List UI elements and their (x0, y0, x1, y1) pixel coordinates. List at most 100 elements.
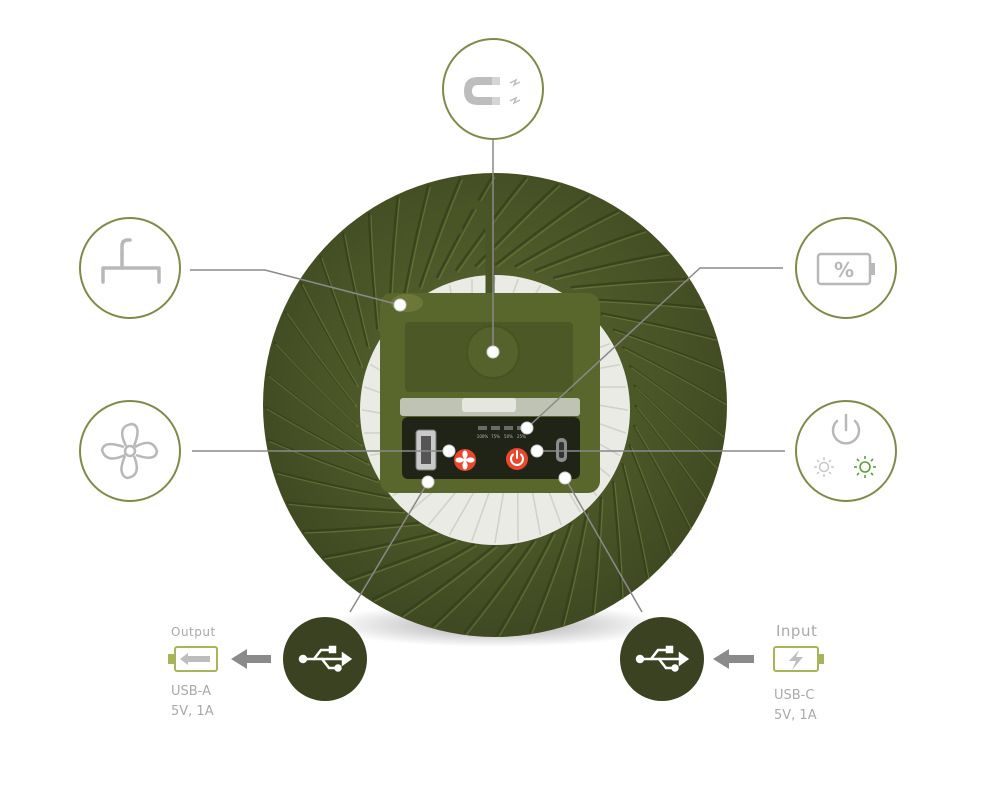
fan-fin (431, 542, 516, 628)
fan-fin-highlight (563, 512, 590, 628)
fan-fin (367, 212, 379, 330)
fan-fin-highlight (623, 465, 650, 580)
fan-fin-highlight (572, 280, 690, 290)
fan-fin-highlight (266, 408, 370, 466)
output-arrow-icon (231, 649, 271, 669)
fan-fin-highlight (496, 196, 592, 268)
fan-button-icon (455, 450, 475, 470)
fan-fin-highlight (614, 330, 725, 373)
fan-fin (600, 312, 716, 340)
fan-fin-highlight (531, 524, 574, 635)
leader-lines (190, 140, 785, 613)
fan-fin (586, 298, 704, 309)
magnet-icon (464, 77, 521, 105)
fan-fins (264, 174, 728, 638)
input-port: USB-C (774, 688, 815, 703)
output-title: Output (171, 625, 216, 639)
fan-fin-highlight (624, 348, 728, 406)
power-icon (831, 413, 861, 445)
fan-fin (341, 232, 369, 348)
fan-fin (474, 182, 559, 268)
fan-fin (435, 174, 495, 279)
fan-fin-highlight (498, 534, 556, 638)
input-arrow-icon (713, 649, 754, 669)
brightness-low-icon (814, 457, 834, 477)
fan-fin (621, 462, 649, 578)
fan-fin-highlight (370, 214, 380, 332)
battery-level-bar (491, 426, 500, 430)
brightness-high-icon (854, 456, 876, 478)
fan-fin (318, 255, 362, 367)
callout-magnet (442, 38, 544, 140)
fan-fin-highlight (301, 284, 359, 388)
battery-level-label: 75% (491, 434, 500, 439)
fan-fin-highlight (457, 178, 529, 274)
fan-fin (267, 438, 378, 482)
fan-fin-highlight (635, 426, 693, 530)
fan-fin (345, 538, 457, 582)
usb-input-icon (635, 645, 690, 672)
hanger-hook-icon (101, 238, 161, 284)
output-spec: 5V, 1A (171, 704, 214, 719)
fan-fin (533, 228, 645, 272)
fan-fin-highlight (636, 406, 708, 502)
anchor-dots (393, 298, 572, 489)
fan-fin-highlight (516, 211, 620, 269)
fan-fin-highlight (374, 545, 478, 603)
battery-level-label: 25% (517, 434, 526, 439)
usb-a-port-slot (421, 436, 431, 464)
fan-fin-highlight (269, 441, 380, 484)
fan-fin (494, 194, 590, 266)
fan-fin (628, 443, 672, 555)
fan-fin (463, 538, 536, 634)
fan-fin (302, 521, 420, 533)
fan-fin-highlight (433, 545, 518, 629)
callout-battery: % (795, 217, 897, 319)
battery-output-icon (168, 646, 218, 672)
battery-input-icon (773, 646, 824, 672)
fan-fin-highlight (344, 234, 371, 349)
usb-c-port-slot (559, 442, 564, 458)
fan-fin (286, 501, 404, 512)
fan-fin-highlight (614, 482, 624, 600)
power-button-icon (510, 450, 524, 466)
output-port: USB-A (171, 684, 211, 699)
fan-fin (402, 184, 430, 300)
fan-fin (274, 470, 390, 498)
fan-fin-highlight (324, 533, 439, 560)
fan-icon (100, 422, 159, 480)
port-panel (402, 417, 580, 479)
input-spec: 5V, 1A (774, 708, 817, 723)
hanging-hook (452, 199, 495, 300)
fan-fin (400, 544, 496, 616)
usb-output-badge (283, 617, 367, 701)
fan-fin-highlight (275, 343, 359, 428)
fan-fin-highlight (268, 375, 364, 447)
fan-fin-highlight (288, 503, 406, 514)
fan-fin (612, 328, 723, 372)
fan-fin (264, 405, 369, 465)
fan-fin-highlight (630, 367, 726, 439)
battery-percent-symbol: % (834, 258, 854, 282)
fan-fin-highlight (404, 186, 431, 302)
fan-fin-highlight (402, 546, 498, 618)
fan-fin-highlight (438, 176, 496, 280)
fan-fin-highlight (420, 179, 463, 290)
usb-output-icon (298, 645, 353, 672)
fan-fin (371, 542, 476, 601)
fan-fin-highlight (465, 540, 537, 636)
cover-latch (462, 398, 516, 412)
fan-fin (560, 510, 588, 626)
fan-fin (570, 277, 688, 289)
battery-level-label: 100% (477, 434, 489, 439)
fan-fin-highlight (588, 300, 706, 311)
fan-fin-highlight (286, 312, 358, 408)
fan-fin-highlight (635, 386, 719, 471)
fan-fin (621, 345, 726, 405)
fan-fin-highlight (630, 446, 673, 557)
fan-fin-highlight (276, 473, 392, 500)
fan-fin (632, 424, 691, 529)
fan-fin-highlight (555, 254, 670, 281)
fan-fin-highlight (536, 231, 647, 274)
